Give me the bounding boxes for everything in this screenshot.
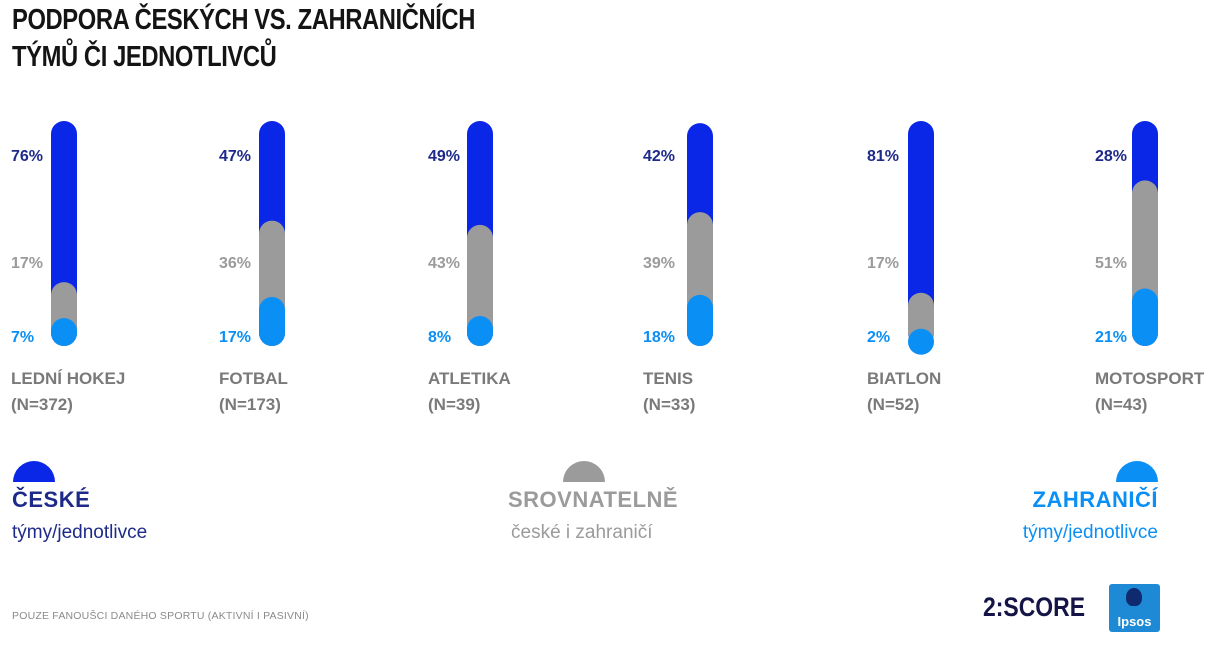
value-label: 49% xyxy=(428,148,460,165)
bar-group: 49% 43% 8% ATLETIKA (N=39) xyxy=(428,121,511,414)
legend-sublabel-comparable: české i zahraničí xyxy=(511,522,653,543)
sample-size-label: (N=43) xyxy=(1095,395,1147,414)
bar-segment-czech xyxy=(908,121,934,346)
value-label: 81% xyxy=(867,148,899,165)
value-label: 51% xyxy=(1095,255,1127,272)
chart-title: PODPORA ČESKÝCH VS. ZAHRANIČNÍCH TÝMŮ ČI… xyxy=(12,2,475,76)
ipsos-logo: Ipsos xyxy=(1109,584,1160,632)
category-label: BIATLON xyxy=(867,369,941,388)
value-label: 21% xyxy=(1095,329,1127,346)
category-label: MOTOSPORT xyxy=(1095,369,1205,388)
bar-segment-foreign xyxy=(687,294,713,346)
category-label: FOTBAL xyxy=(219,369,288,388)
bar-group: 76% 17% 7% LEDNÍ HOKEJ (N=372) xyxy=(11,121,125,414)
bar-group: 47% 36% 17% FOTBAL (N=173) xyxy=(219,121,288,414)
value-label: 7% xyxy=(11,329,34,346)
bar-group: 81% 17% 2% BIATLON (N=52) xyxy=(867,121,941,414)
ipsos-head-icon xyxy=(1126,588,1142,606)
value-label: 43% xyxy=(428,255,460,272)
sample-size-label: (N=39) xyxy=(428,395,480,414)
stacked-bar-chart: 76% 17% 7% LEDNÍ HOKEJ (N=372) 47% 36% 17% FOTBA… xyxy=(11,121,1205,414)
value-label: 28% xyxy=(1095,148,1127,165)
bar-segment-foreign xyxy=(908,328,934,355)
category-label: TENIS xyxy=(643,369,693,388)
value-label: 39% xyxy=(643,255,675,272)
chart-title-line-1: PODPORA ČESKÝCH VS. ZAHRANIČNÍCH xyxy=(12,4,475,36)
legend-label-comparable: SROVNATELNĚ xyxy=(508,487,679,512)
value-label: 42% xyxy=(643,148,675,165)
bar-segment-foreign xyxy=(467,316,493,346)
legend-label-czech: ČESKÉ xyxy=(12,487,91,512)
sample-size-label: (N=173) xyxy=(219,395,281,414)
value-label: 2% xyxy=(867,329,890,346)
bar-segment-foreign xyxy=(1132,288,1158,346)
legend-dome-czech xyxy=(13,461,55,482)
value-label: 17% xyxy=(867,255,899,272)
bar-segment-foreign xyxy=(51,318,77,346)
value-label: 17% xyxy=(11,255,43,272)
bar-group: 28% 51% 21% MOTOSPORT (N=43) xyxy=(1095,121,1205,414)
bar-segment-foreign xyxy=(259,296,285,346)
legend-sublabel-foreign: týmy/jednotlivce xyxy=(1022,522,1158,543)
category-label: LEDNÍ HOKEJ xyxy=(11,369,125,388)
footnote: POUZE FANOUŠCI DANÉHO SPORTU (AKTIVNÍ I … xyxy=(12,610,309,622)
sample-size-label: (N=52) xyxy=(867,395,919,414)
value-label: 47% xyxy=(219,148,251,165)
score-logo: 2:SCORE xyxy=(983,592,1086,622)
chart-title-line-2: TÝMŮ ČI JEDNOTLIVCŮ xyxy=(12,41,277,73)
value-label: 17% xyxy=(219,329,251,346)
value-label: 8% xyxy=(428,329,451,346)
sample-size-label: (N=372) xyxy=(11,395,73,414)
sample-size-label: (N=33) xyxy=(643,395,695,414)
legend-dome-foreign xyxy=(1116,461,1158,482)
value-label: 36% xyxy=(219,255,251,272)
bar-group: 42% 39% 18% TENIS (N=33) xyxy=(643,123,713,414)
value-label: 76% xyxy=(11,148,43,165)
legend-dome-comparable xyxy=(563,461,605,482)
legend-label-foreign: ZAHRANIČÍ xyxy=(1032,487,1158,512)
legend-sublabel-czech: týmy/jednotlivce xyxy=(12,522,148,543)
value-label: 18% xyxy=(643,329,675,346)
ipsos-logo-text: Ipsos xyxy=(1117,614,1152,629)
bar-segment-comparable xyxy=(467,224,493,346)
category-label: ATLETIKA xyxy=(428,369,511,388)
